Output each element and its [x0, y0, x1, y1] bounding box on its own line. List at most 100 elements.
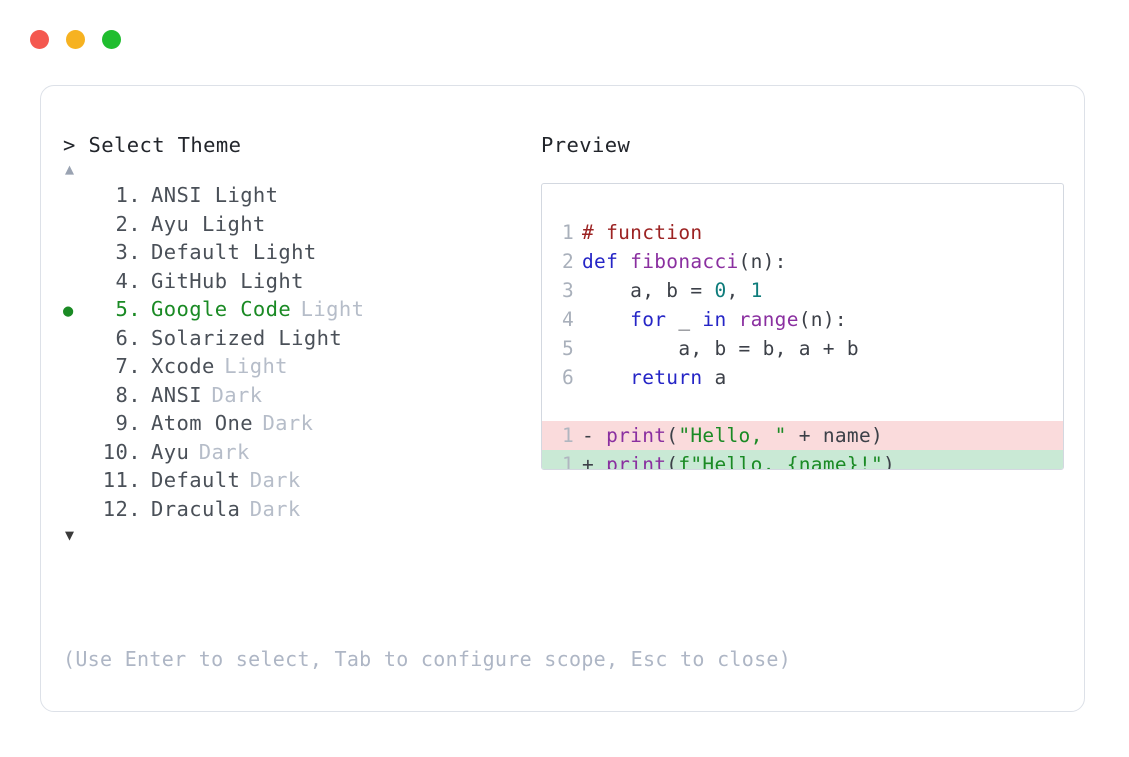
code-token: a	[702, 366, 727, 389]
code-token: range	[738, 308, 799, 331]
diff-line: 1- print("Hello, " + name)	[542, 421, 1063, 450]
code-token: -	[582, 424, 607, 447]
maximize-dot[interactable]	[102, 30, 121, 49]
line-number: 4	[561, 308, 574, 331]
theme-item-index: 6.	[102, 325, 141, 350]
code-source: def fibonacci(n):	[582, 247, 787, 276]
theme-item-variant: Dark	[262, 411, 314, 435]
code-token	[582, 308, 630, 331]
code-line: 5 a, b = b, a + b	[542, 334, 1063, 363]
code-token: ,	[726, 279, 751, 302]
theme-item-name: Default	[151, 468, 241, 492]
code-token	[582, 366, 630, 389]
theme-item-index: 4.	[102, 268, 141, 293]
window-traffic-lights	[30, 30, 121, 49]
theme-item-variant: Dark	[211, 382, 263, 407]
diff-line: 1 + print(f"Hello, {name}!")	[542, 450, 1063, 470]
line-number: 1	[561, 424, 574, 447]
line-number: 1	[561, 221, 574, 244]
theme-list: 1.ANSI Light 2.Ayu Light 3.Default Light…	[63, 183, 523, 525]
scroll-down-arrow-icon[interactable]: ▼	[65, 526, 75, 544]
code-token: return	[630, 366, 703, 389]
theme-list-item[interactable]: 11. Default Dark	[63, 468, 523, 497]
code-token: +	[582, 453, 607, 470]
code-source: a, b = b, a + b	[582, 334, 859, 363]
code-token: a, b =	[582, 279, 715, 302]
line-number: 3	[561, 279, 574, 302]
line-number: 1	[561, 453, 574, 470]
theme-item-variant: Light	[224, 354, 288, 378]
theme-list-item[interactable]: ● 5. Google Code Light	[63, 297, 523, 326]
theme-item-name: Xcode	[151, 354, 215, 378]
theme-item-name: Ayu	[151, 439, 190, 464]
minimize-dot[interactable]	[66, 30, 85, 49]
theme-item-variant: Dark	[249, 468, 301, 492]
theme-list-item[interactable]: 1.ANSI Light	[63, 183, 523, 212]
code-token: "Hello, "	[678, 424, 787, 447]
theme-item-name: Atom One	[151, 411, 253, 435]
theme-item-variant: Light	[300, 297, 365, 321]
theme-item-name: ANSI	[151, 382, 202, 407]
theme-item-variant: Dark	[249, 496, 301, 521]
theme-list-item[interactable]: 4. GitHub Light	[63, 269, 523, 298]
theme-item-index: 10.	[102, 439, 141, 464]
code-token: )	[883, 453, 896, 470]
code-source: return a	[582, 363, 727, 392]
code-source: + print(f"Hello, {name}!")	[582, 450, 896, 470]
theme-item-variant: Dark	[198, 439, 250, 464]
theme-list-item[interactable]: 2.Ayu Light	[63, 212, 523, 241]
theme-item-name: Dracula	[151, 496, 241, 521]
code-line: 4 for _ in range(n):	[542, 305, 1063, 334]
code-token: a, b = b, a + b	[582, 337, 859, 360]
code-token: 0	[714, 279, 727, 302]
theme-item-name: ANSI Light	[151, 183, 279, 207]
line-number: 5	[561, 337, 574, 360]
theme-item-index: 9.	[102, 411, 141, 435]
keyboard-hint: (Use Enter to select, Tab to configure s…	[63, 647, 792, 671]
code-source: a, b = 0, 1	[582, 276, 763, 305]
theme-item-name: Ayu Light	[151, 211, 266, 236]
code-token: (	[666, 424, 679, 447]
code-token: (	[666, 453, 679, 470]
theme-item-name: Default Light	[151, 240, 317, 264]
theme-list-item[interactable]: 10. Ayu Dark	[63, 440, 523, 469]
code-token: # function	[582, 221, 703, 244]
code-line: 1 # function	[542, 218, 1063, 247]
code-line: 6 return a	[542, 363, 1063, 392]
theme-item-name: Solarized Light	[151, 325, 343, 350]
code-token: def	[582, 250, 631, 273]
theme-list-item[interactable]: 3.Default Light	[63, 240, 523, 269]
theme-item-index: 5.	[102, 297, 141, 321]
theme-list-item[interactable]: 7. Xcode Light	[63, 354, 523, 383]
theme-item-index: 11.	[102, 468, 141, 492]
code-token: print	[606, 424, 667, 447]
preview-label: Preview	[541, 133, 631, 157]
code-token: print	[606, 453, 667, 470]
theme-picker-card: > Select Theme ▲ 1.ANSI Light 2.Ayu Ligh…	[40, 85, 1085, 712]
theme-item-index: 7.	[102, 354, 141, 378]
line-number: 6	[561, 366, 574, 389]
theme-list-item[interactable]: 6. Solarized Light	[63, 326, 523, 355]
code-token	[727, 308, 739, 331]
code-token: f"Hello, {name}!"	[678, 453, 884, 470]
code-spacer	[542, 392, 1063, 421]
theme-list-item[interactable]: 9. Atom One Dark	[63, 411, 523, 440]
code-token: for	[630, 308, 667, 331]
code-token: in	[702, 308, 727, 331]
selected-bullet-icon: ●	[63, 301, 74, 321]
code-token: (n):	[798, 308, 847, 331]
theme-item-name: Google Code	[151, 297, 292, 321]
scroll-up-arrow-icon[interactable]: ▲	[65, 160, 75, 178]
close-dot[interactable]	[30, 30, 49, 49]
theme-item-index: 12.	[102, 496, 141, 521]
code-token: _	[666, 308, 703, 331]
theme-list-item[interactable]: 12. Dracula Dark	[63, 497, 523, 526]
code-source: for _ in range(n):	[582, 305, 847, 334]
code-token: fibonacci	[630, 250, 739, 273]
theme-item-name: GitHub Light	[151, 268, 304, 293]
code-token: 1	[750, 279, 763, 302]
